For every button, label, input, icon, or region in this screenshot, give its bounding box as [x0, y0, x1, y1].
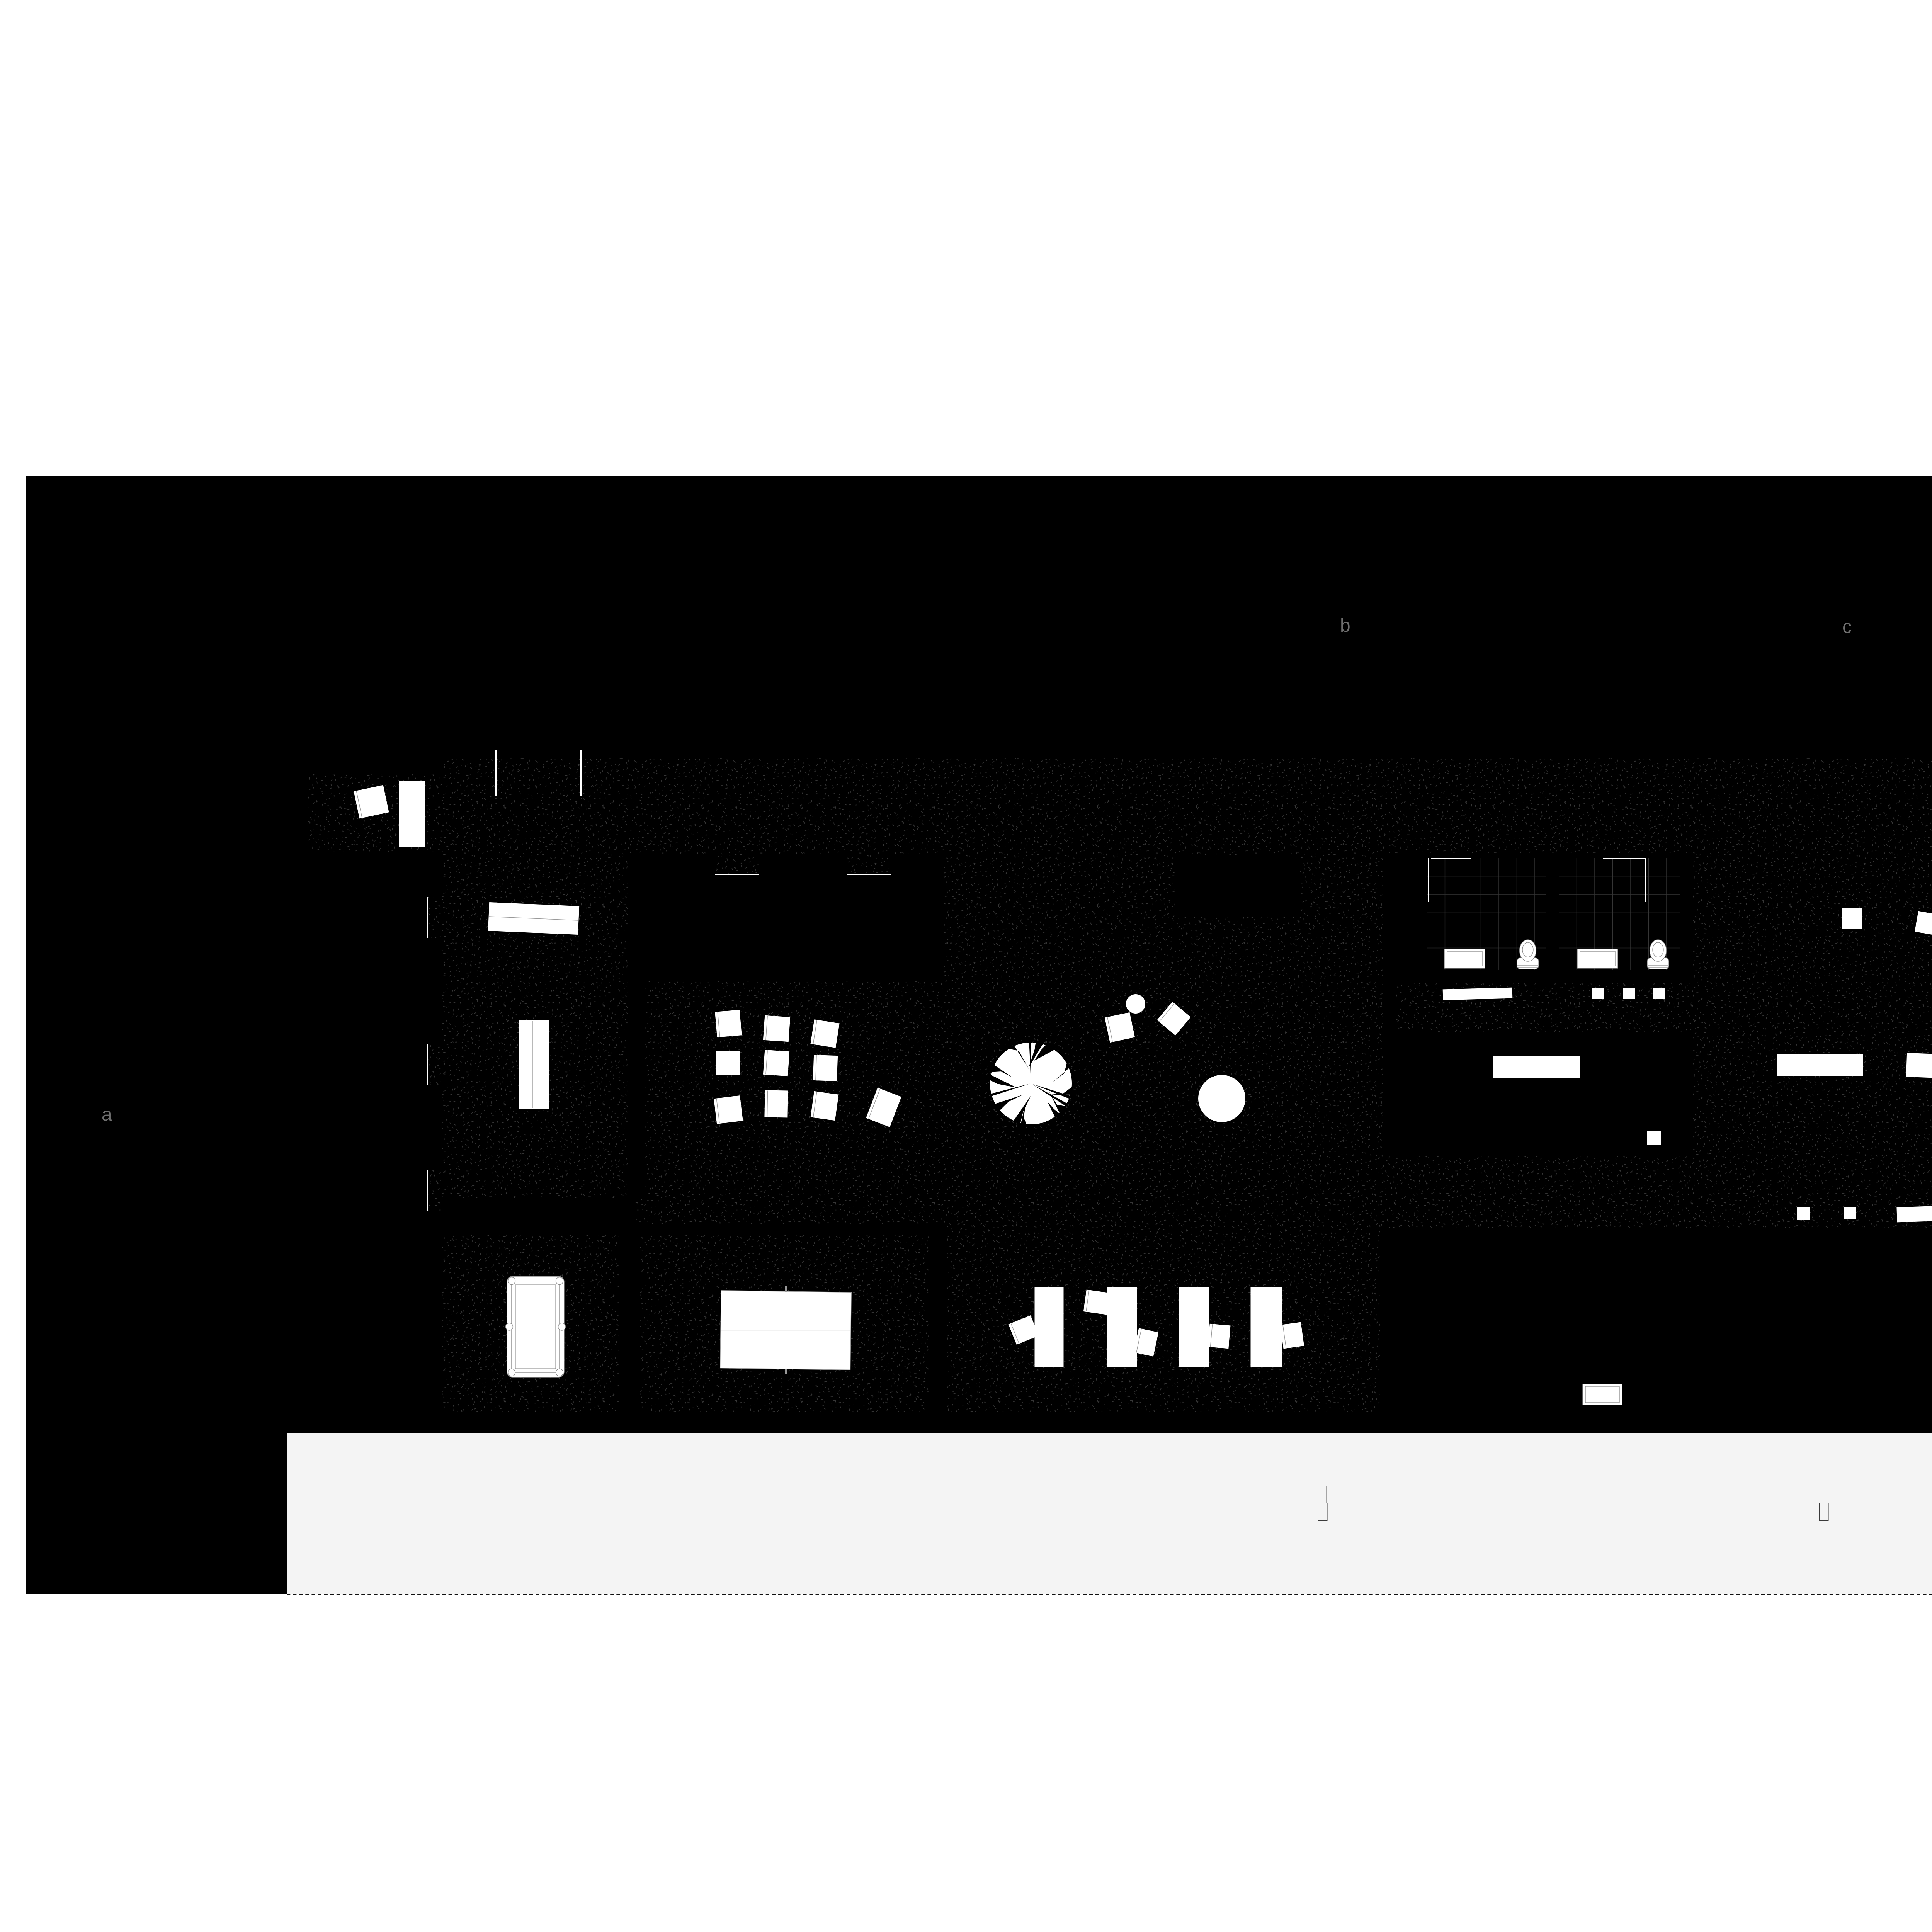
svg-text:b: b — [1340, 616, 1350, 636]
svg-text:c: c — [1842, 617, 1852, 637]
svg-text:a: a — [102, 1104, 112, 1125]
